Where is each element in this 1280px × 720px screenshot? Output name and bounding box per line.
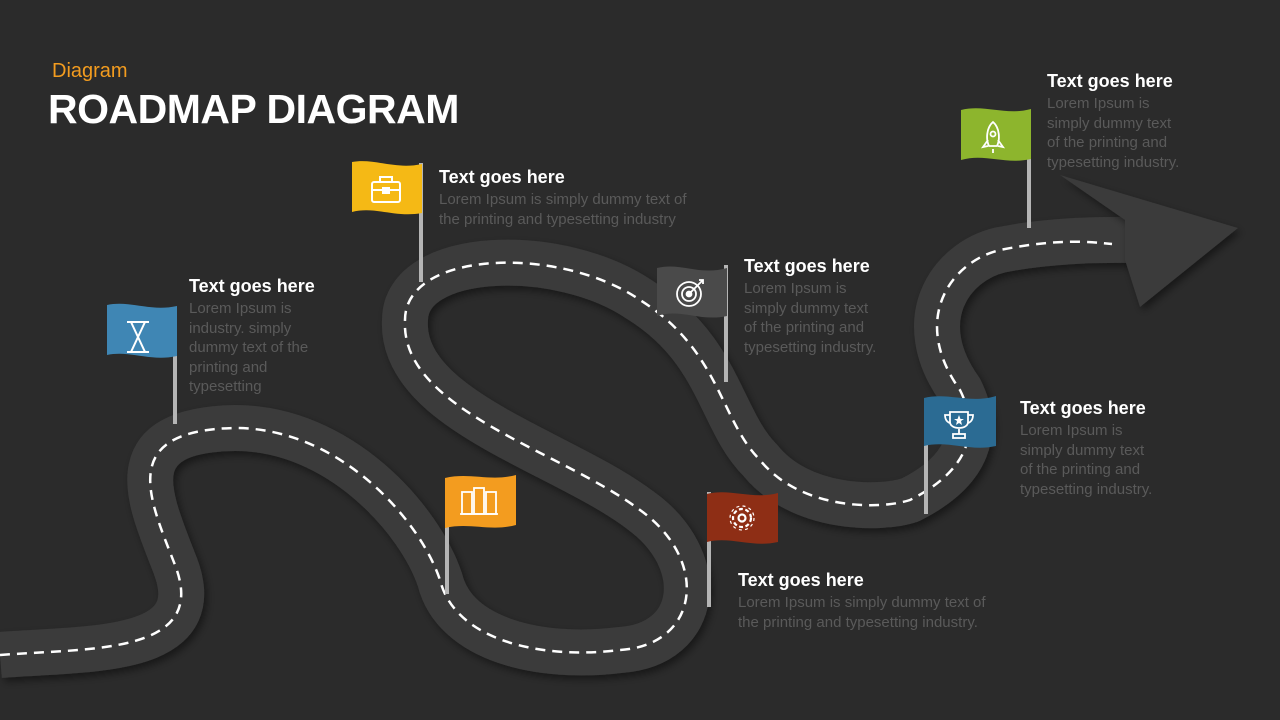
milestone-title: Text goes here: [1020, 398, 1146, 418]
milestone-text: Lorem Ipsum is industry. simply dummy te…: [189, 300, 309, 395]
road-center-line: [0, 240, 1113, 657]
milestone-note-6: Text goes here Lorem Ipsum is simply dum…: [1020, 398, 1160, 499]
milestone-note-5: Text goes here Lorem Ipsum is simply dum…: [738, 570, 1008, 632]
milestone-note-1: Text goes here Lorem Ipsum is industry. …: [189, 276, 329, 397]
flag-rocket: [961, 108, 1031, 228]
flag-hourglass: [107, 303, 177, 424]
milestone-title: Text goes here: [1047, 71, 1173, 91]
milestone-title: Text goes here: [439, 167, 565, 187]
flag-building: [445, 475, 516, 594]
briefcase-icon: [371, 176, 401, 203]
milestone-note-7: Text goes here Lorem Ipsum is simply dum…: [1047, 71, 1187, 172]
milestone-text: Lorem Ipsum is simply dummy text of the …: [439, 191, 687, 228]
milestone-title: Text goes here: [738, 570, 864, 590]
flag-trophy: [924, 396, 996, 514]
flag-cloth: [707, 492, 778, 544]
rocket-icon: [980, 120, 1006, 153]
hourglass-icon: [127, 321, 149, 353]
slide-title: ROADMAP DIAGRAM: [48, 86, 459, 132]
road-arrow-head: [1060, 175, 1238, 307]
flag-target: [657, 265, 728, 382]
flag-cloth: [445, 475, 516, 528]
gear-icon: [729, 505, 755, 531]
milestone-note-4: Text goes here Lorem Ipsum is simply dum…: [744, 256, 884, 357]
milestone-text: Lorem Ipsum is simply dummy text of the …: [744, 280, 877, 356]
flag-gear: [707, 492, 778, 607]
slide-subtitle: Diagram: [52, 60, 128, 82]
milestone-title: Text goes here: [744, 256, 870, 276]
flag-briefcase: [352, 161, 423, 282]
milestone-text: Lorem Ipsum is simply dummy text of the …: [738, 594, 986, 631]
building-icon: [460, 487, 498, 515]
milestone-text: Lorem Ipsum is simply dummy text of the …: [1020, 422, 1153, 498]
milestone-title: Text goes here: [189, 276, 315, 296]
trophy-icon: [944, 411, 974, 439]
milestone-text: Lorem Ipsum is simply dummy text of the …: [1047, 95, 1180, 171]
milestone-note-3: Text goes here Lorem Ipsum is simply dum…: [439, 167, 709, 229]
target-icon: [676, 279, 704, 307]
